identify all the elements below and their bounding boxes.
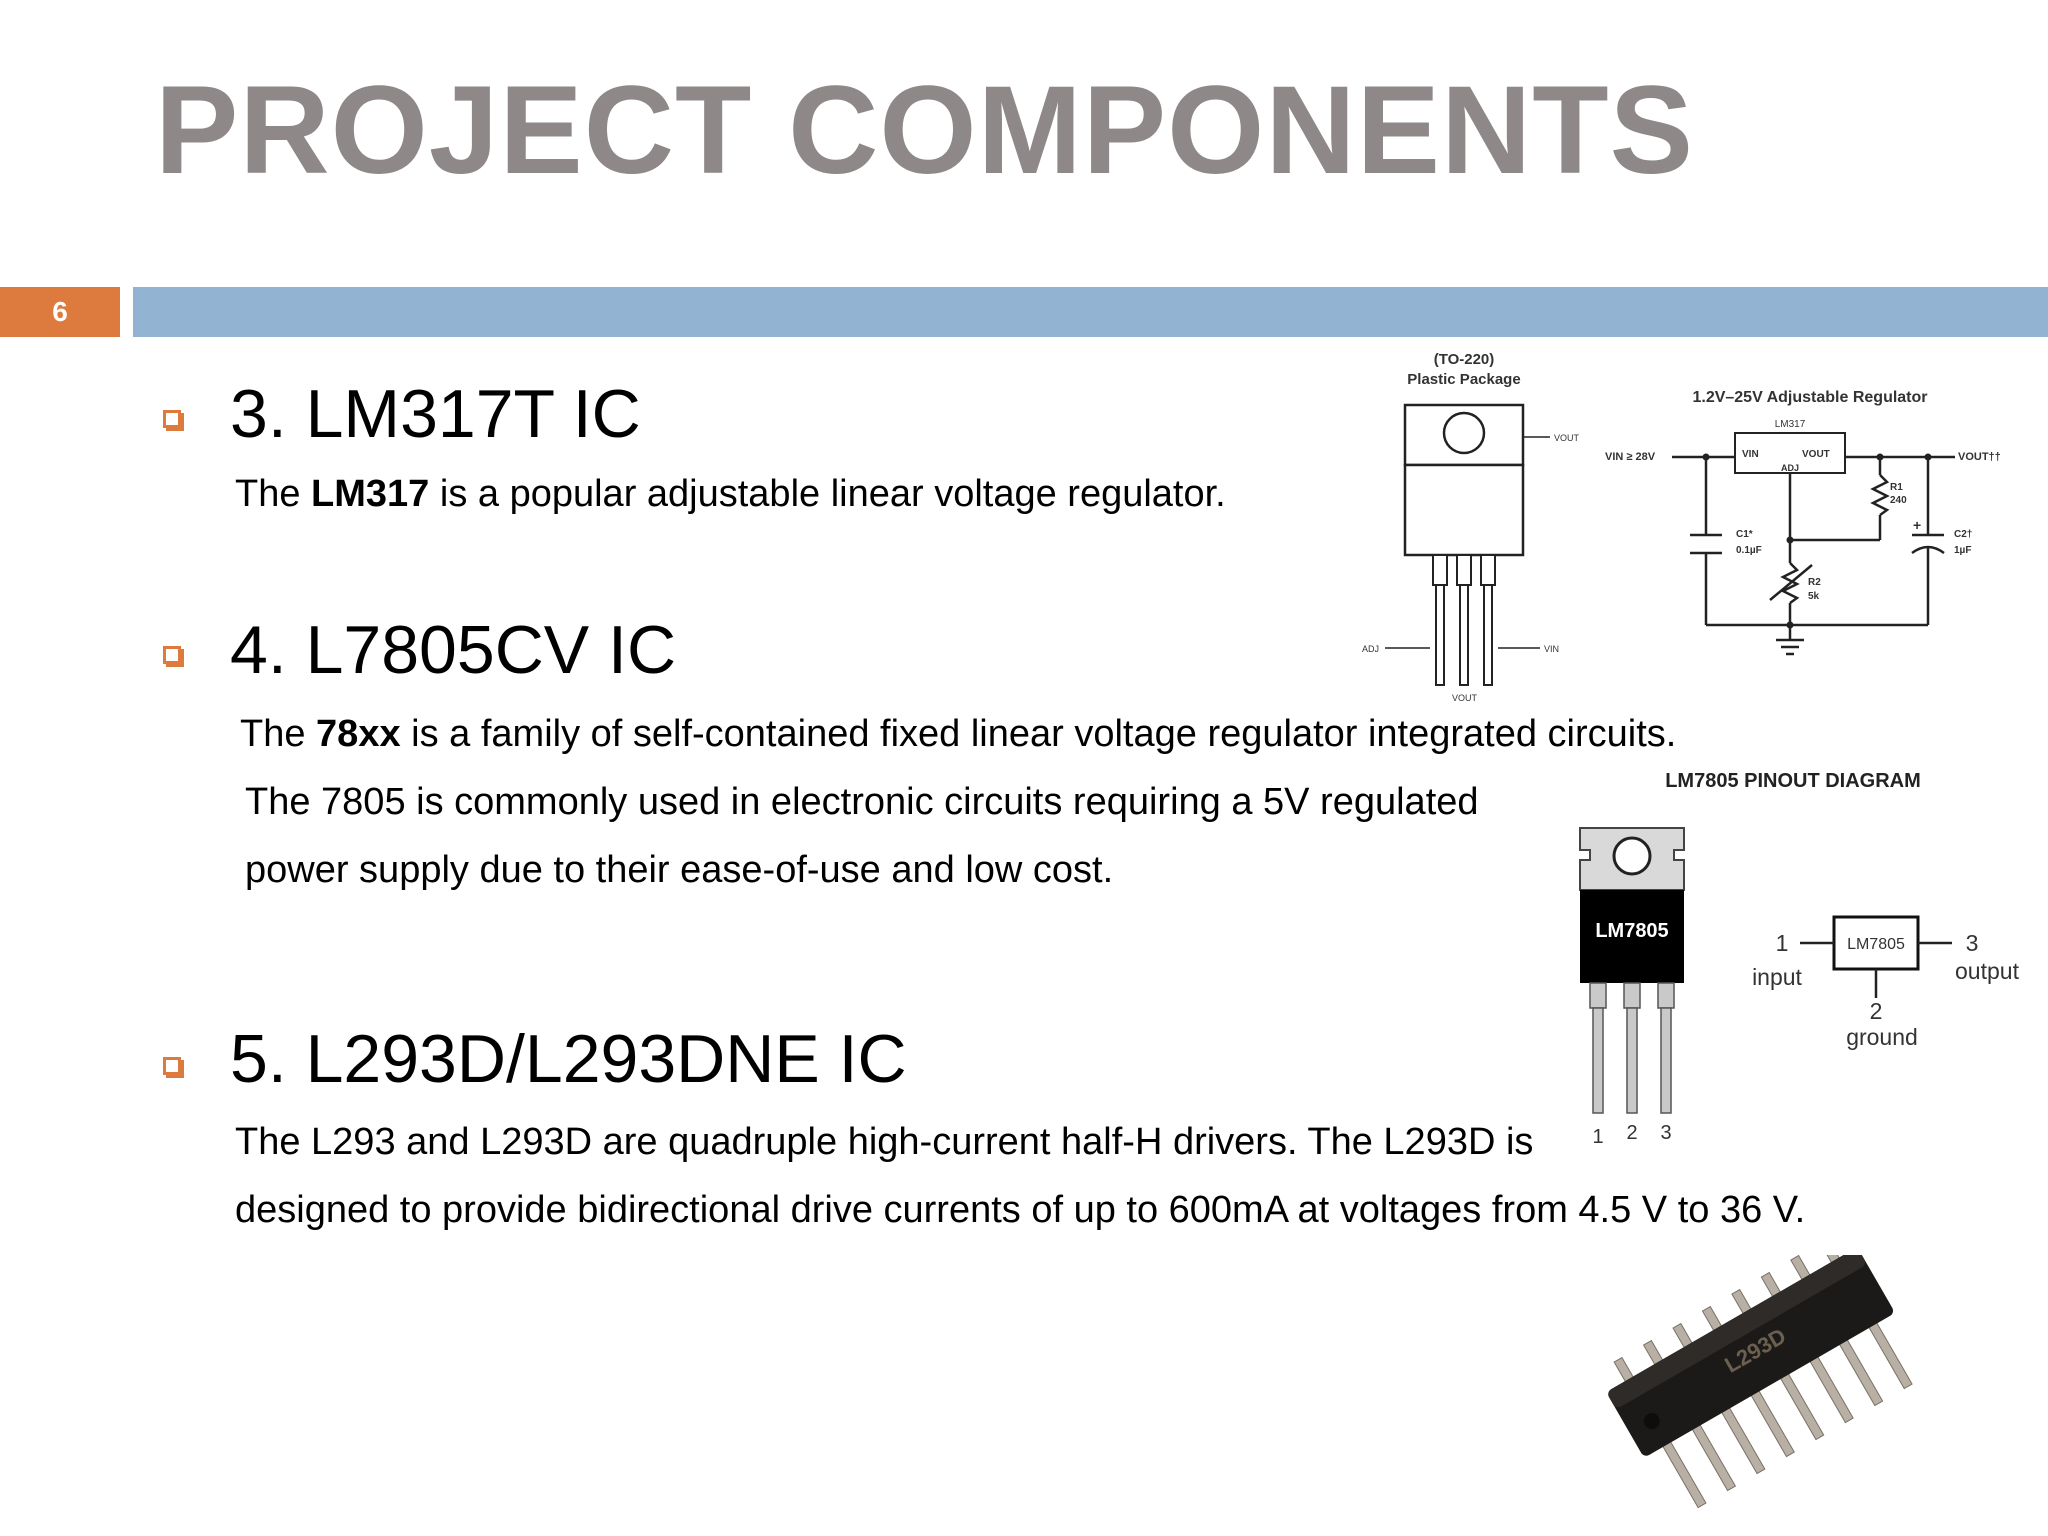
bullet-icon [163, 1057, 184, 1078]
pin3-name: output [1955, 958, 2020, 984]
item-heading-l293d: 5. L293D/L293DNE IC [230, 1021, 907, 1097]
chip-vout-label: VOUT [1802, 449, 1830, 460]
slide-number-tab: 6 [0, 287, 120, 337]
pin1-number: 1 [1776, 930, 1789, 956]
item-text-l7805-line1: The 78xx is a family of self-contained f… [240, 712, 1676, 758]
mounting-hole [1612, 836, 1652, 876]
item-text-l7805-line2: The 7805 is commonly used in electronic … [245, 781, 1479, 823]
c1-label: C1* [1736, 529, 1753, 540]
circuit-title: 1.2V–25V Adjustable Regulator [1692, 389, 1927, 406]
package-label-2: Plastic Package [1407, 371, 1520, 388]
r2-label: R2 [1808, 577, 1821, 588]
schematic-box-label: LM7805 [1847, 936, 1905, 953]
c2-value: 1µF [1954, 545, 1971, 556]
pin-number: 3 [1660, 1122, 1671, 1144]
bullet-icon [163, 410, 184, 431]
pin-adj-label: ADJ [1362, 644, 1379, 654]
chip-vin-label: VIN [1742, 449, 1759, 460]
r1-label: R1 [1890, 482, 1903, 493]
c1-value: 0.1µF [1736, 545, 1762, 556]
text-segment: The [235, 473, 312, 515]
slide-number: 6 [52, 296, 68, 327]
item-text-l293d-line2: designed to provide bidirectional drive … [235, 1189, 1806, 1231]
header-bar [133, 287, 2048, 337]
r1-value: 240 [1890, 495, 1907, 506]
text-segment: The [240, 713, 317, 755]
vout-label: VOUT†† [1958, 451, 2001, 463]
slide-title: PROJECT COMPONENTS [155, 61, 1694, 200]
lm7805-body-label: LM7805 [1595, 920, 1668, 942]
pin-number: 2 [1626, 1122, 1637, 1144]
to220-body [1403, 463, 1525, 557]
pin1-name: input [1752, 964, 1802, 990]
item-text-lm317: The LM317 is a popular adjustable linear… [235, 472, 1226, 518]
item-text-l7805-line3: power supply due to their ease-of-use an… [245, 849, 1114, 891]
pin2-number: 2 [1870, 998, 1883, 1024]
bullet-icon [163, 646, 184, 667]
pin3-number: 3 [1966, 930, 1979, 956]
tab-vout-label: VOUT [1554, 433, 1580, 443]
mounting-hole [1442, 411, 1486, 455]
pin2-name: ground [1846, 1024, 1918, 1050]
lm7805-pinout-figure: LM7805 PINOUT DIAGRAM LM7805 1 2 3 LM780… [1579, 770, 2020, 1148]
bold-term: LM317 [311, 473, 430, 515]
chip-label: LM317 [1775, 419, 1806, 430]
r2-value: 5k [1808, 591, 1820, 602]
lm317-figure: (TO-220) Plastic Package VOUT ADJ VIN VO… [1362, 351, 2001, 703]
pin-vin-label: VIN [1544, 644, 1559, 654]
text-segment: is a popular adjustable linear voltage r… [429, 473, 1226, 515]
item-heading-lm317: 3. LM317T IC [230, 376, 641, 452]
regulator-chip [1734, 432, 1846, 474]
c2-label: C2† [1954, 529, 1972, 540]
lm7805-schematic-box [1832, 915, 1920, 971]
pinout-title: LM7805 PINOUT DIAGRAM [1665, 770, 1921, 792]
item-text-l293d-line1: The L293 and L293D are quadruple high-cu… [235, 1121, 1534, 1163]
package-label-1: (TO-220) [1434, 351, 1495, 368]
text-segment: is a family of self-contained fixed line… [400, 713, 1677, 755]
chip-adj-label: ADJ [1781, 463, 1799, 473]
pin-vout-label: VOUT [1452, 693, 1478, 703]
vin-label: VIN ≥ 28V [1605, 451, 1656, 463]
lm7805-body [1580, 890, 1684, 983]
l293d-chip-image: L293D [1608, 1255, 1913, 1509]
svg-text:+: + [1913, 517, 1921, 533]
pin-number: 1 [1592, 1126, 1603, 1148]
item-heading-l7805: 4. L7805CV IC [230, 612, 677, 688]
bold-term: 78xx [316, 713, 401, 755]
